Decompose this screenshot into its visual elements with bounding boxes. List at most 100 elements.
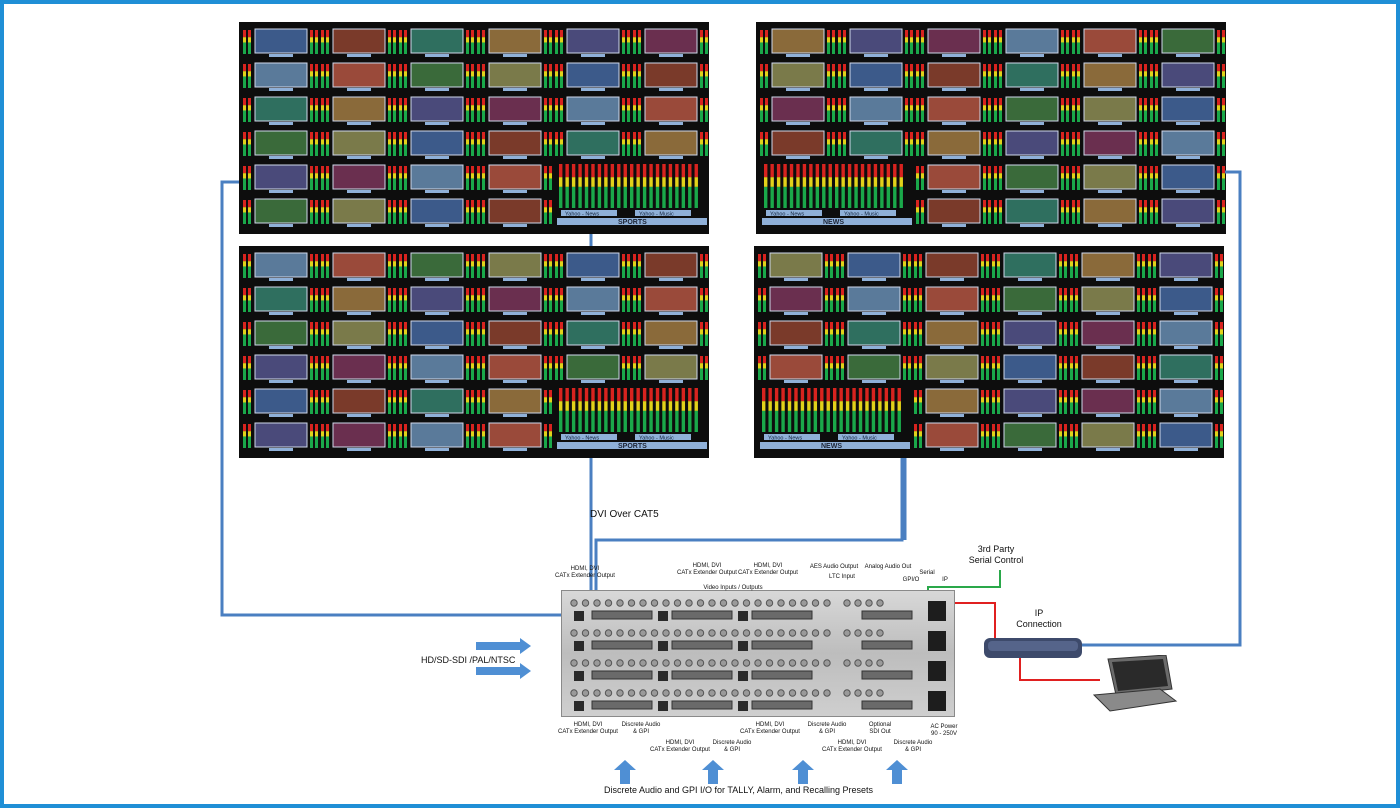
video-tile xyxy=(410,96,464,122)
video-tile xyxy=(566,28,620,54)
video-tile xyxy=(488,388,542,414)
video-tile xyxy=(1159,388,1213,414)
bnc-port xyxy=(854,599,862,607)
wall-title: NEWS xyxy=(821,443,842,450)
bnc-port xyxy=(719,659,728,667)
video-tile xyxy=(1005,164,1059,190)
bnc-port xyxy=(811,629,820,637)
video-tile xyxy=(254,164,308,190)
video-tile xyxy=(1161,164,1215,190)
video-tile xyxy=(332,320,386,346)
video-tile xyxy=(488,252,542,278)
video-tile xyxy=(1081,388,1135,414)
video-tile xyxy=(410,388,464,414)
video-tile xyxy=(1159,286,1213,312)
video-tile xyxy=(488,62,542,88)
bnc-port xyxy=(800,659,808,667)
video-tile xyxy=(410,130,464,156)
bnc-port xyxy=(811,659,820,667)
bnc-port xyxy=(593,689,601,697)
bnc-port xyxy=(731,629,739,637)
bnc-port xyxy=(876,659,884,667)
db-connector xyxy=(671,610,733,620)
video-tile xyxy=(1003,354,1057,380)
meter-label: Yahoo - News xyxy=(768,436,802,442)
db-connector xyxy=(861,670,913,680)
bnc-port xyxy=(876,689,884,697)
bnc-port xyxy=(627,599,636,607)
video-tile xyxy=(644,320,698,346)
power-inlet xyxy=(928,601,946,621)
bnc-port xyxy=(865,689,873,697)
bnc-port xyxy=(650,599,659,607)
bnc-port xyxy=(765,629,774,637)
top-label-gpio: GPI/O xyxy=(902,577,920,583)
bottom-label-discrete-1: Discrete Audio& GPI xyxy=(621,722,661,735)
bnc-port xyxy=(604,659,613,667)
rj45-port xyxy=(574,611,584,621)
bnc-port xyxy=(731,599,739,607)
video-tile xyxy=(925,422,979,448)
video-tile xyxy=(1005,28,1059,54)
rj45-port xyxy=(658,701,668,711)
bnc-port xyxy=(696,599,705,607)
wall-title: SPORTS xyxy=(618,443,647,450)
video-tile xyxy=(566,354,620,380)
bnc-port xyxy=(673,629,682,637)
video-tile xyxy=(254,28,308,54)
db-connector xyxy=(671,670,733,680)
video-tile xyxy=(1003,286,1057,312)
video-tile xyxy=(410,354,464,380)
video-tile xyxy=(644,354,698,380)
footer-label: Discrete Audio and GPI I/O for TALLY, Al… xyxy=(604,785,873,795)
video-tile xyxy=(849,130,903,156)
meter-label: Yahoo - News xyxy=(565,212,599,218)
bnc-port xyxy=(876,599,884,607)
bnc-port xyxy=(765,659,774,667)
bottom-label-discrete-2: Discrete Audio& GPI xyxy=(712,740,752,753)
bnc-port xyxy=(616,629,624,637)
video-tile xyxy=(254,388,308,414)
video-tile xyxy=(1083,62,1137,88)
video-tile xyxy=(1159,320,1213,346)
bnc-port xyxy=(788,689,797,697)
meter-label: Yahoo - News xyxy=(565,436,599,442)
bnc-port xyxy=(800,599,808,607)
video-tile xyxy=(1083,164,1137,190)
bnc-port xyxy=(708,659,716,667)
bnc-port xyxy=(696,689,705,697)
power-inlet xyxy=(928,631,946,651)
bnc-port xyxy=(800,629,808,637)
bnc-port xyxy=(616,659,624,667)
video-tile xyxy=(332,164,386,190)
meter-label: Yahoo - Music xyxy=(842,436,877,442)
power-inlet xyxy=(928,691,946,711)
video-tile xyxy=(1005,130,1059,156)
bnc-port xyxy=(673,659,682,667)
db-connector xyxy=(751,610,813,620)
top-label-analog: Analog Audio Out xyxy=(864,564,912,570)
video-tile xyxy=(488,354,542,380)
bnc-port xyxy=(765,689,774,697)
bnc-port xyxy=(811,689,820,697)
video-tile xyxy=(566,320,620,346)
video-tile xyxy=(1161,198,1215,224)
power-inlet xyxy=(928,661,946,681)
video-tile xyxy=(566,286,620,312)
db-connector xyxy=(861,640,913,650)
video-tile xyxy=(332,96,386,122)
video-tile xyxy=(644,62,698,88)
bnc-port xyxy=(685,629,693,637)
bnc-port xyxy=(627,689,636,697)
bnc-port xyxy=(843,629,851,637)
db-connector xyxy=(671,640,733,650)
bnc-port xyxy=(843,659,851,667)
bnc-port xyxy=(685,659,693,667)
bnc-port xyxy=(662,599,670,607)
video-tile xyxy=(847,354,901,380)
